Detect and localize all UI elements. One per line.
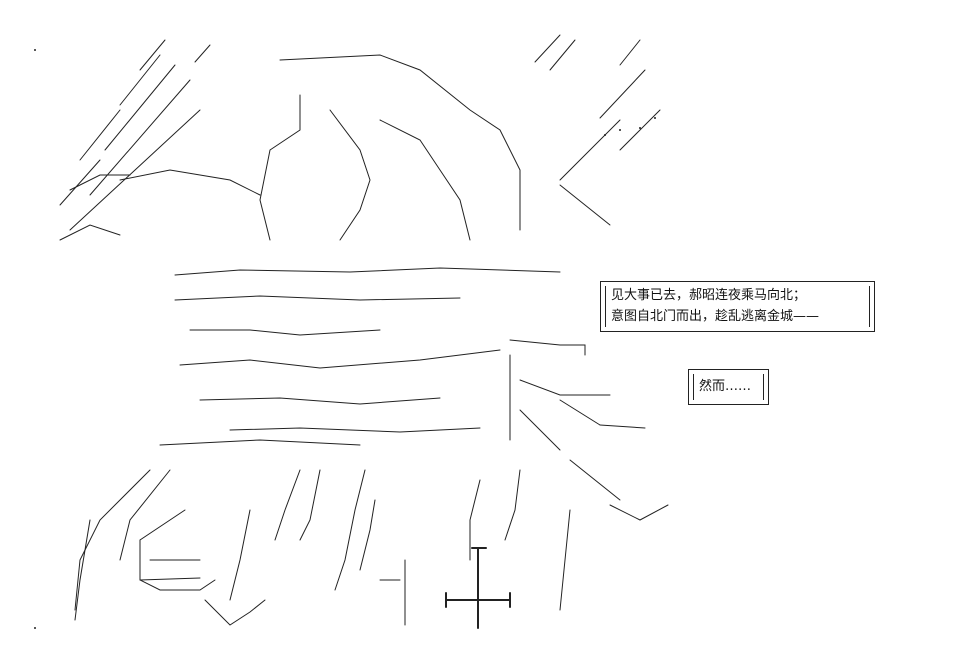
box-border-left [693,374,694,400]
left-speed-lines [59,39,211,231]
horse-legs [74,469,571,626]
horse-rider-figure [59,54,611,446]
sword-mark [445,547,511,629]
narration-line-2: 意图自北门而出，趁乱逃离金城—— [611,309,820,324]
right-speed-lines [519,34,669,521]
narration-box-small: 然而…… [688,369,769,405]
box-border-right [869,286,870,327]
box-border-left [605,286,606,327]
narration-line-1: 见大事已去，郝昭连夜乘马向北； [611,288,807,303]
ink-dots [34,49,656,629]
narration-text: 然而…… [699,379,752,394]
box-border-right [763,374,764,400]
narration-box-main: 见大事已去，郝昭连夜乘马向北； 意图自北门而出，趁乱逃离金城—— [600,281,875,332]
